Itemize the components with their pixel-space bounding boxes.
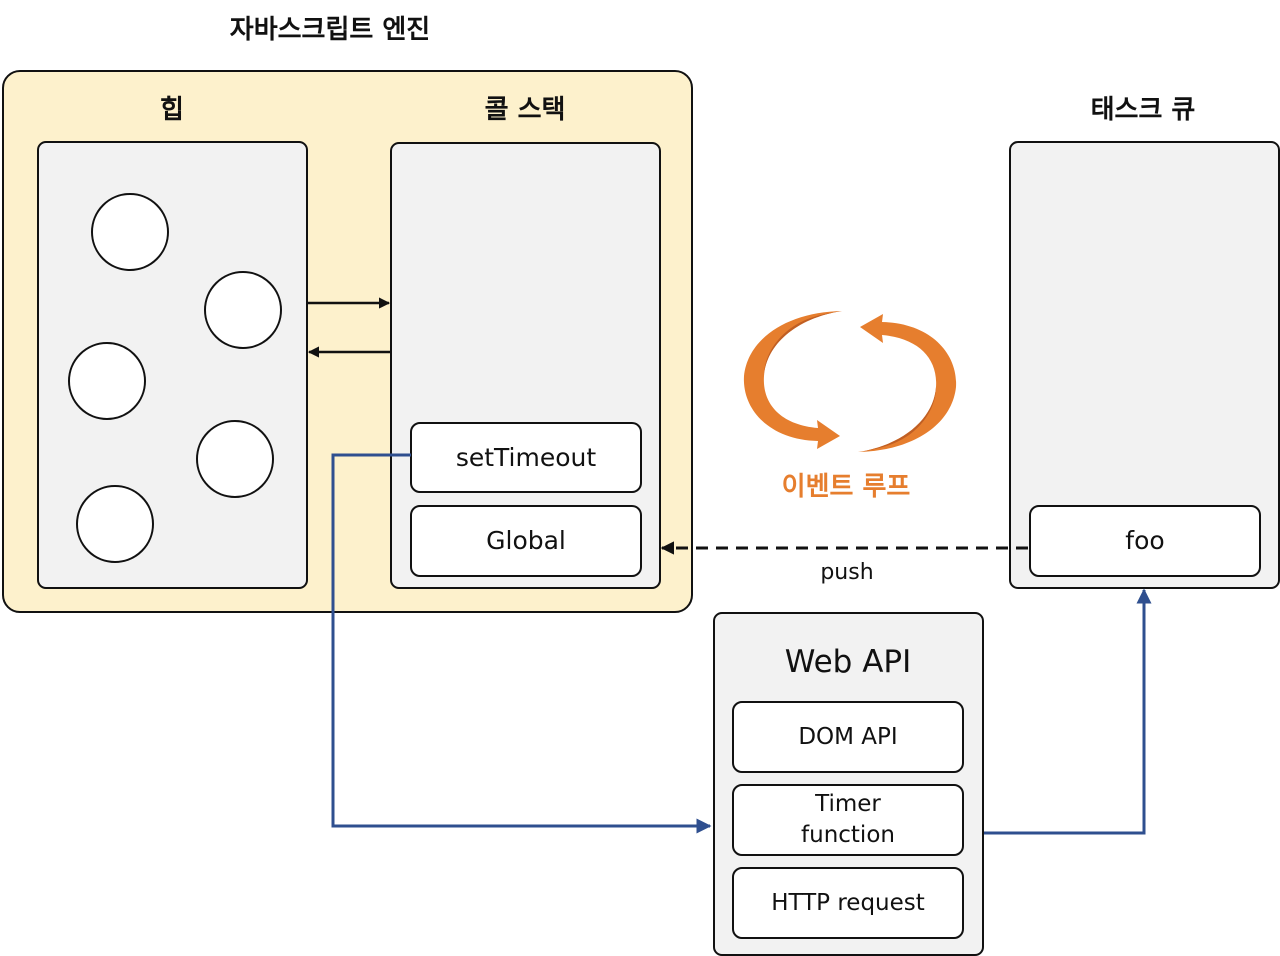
event-loop-arrow-left [743, 311, 842, 449]
web-api-http-request: HTTP request [732, 867, 964, 939]
heap-object [76, 485, 154, 563]
heap-object [91, 193, 169, 271]
event-loop-icon [743, 311, 957, 452]
heap-object [196, 420, 274, 498]
heap-object [204, 271, 282, 349]
task-queue-item-foo: foo [1029, 505, 1261, 577]
event-loop-label: 이벤트 루프 [781, 472, 911, 502]
web-api-title: Web API [784, 644, 912, 680]
call-stack-frame-global: Global [410, 505, 642, 577]
call-stack-label: 콜 스택 [484, 95, 566, 125]
diagram-title: 자바스크립트 엔진 [229, 15, 431, 45]
event-loop-arrow-right [858, 314, 957, 452]
web-api-dom-api: DOM API [732, 701, 964, 773]
heap-panel [37, 141, 308, 589]
task-queue-label: 태스크 큐 [1090, 95, 1196, 125]
push-label: push [820, 560, 874, 585]
web-api-timer-function: Timer function [732, 784, 964, 856]
heap-object [68, 342, 146, 420]
heap-label: 힙 [160, 95, 184, 125]
webapi-to-taskqueue-arrow [984, 588, 1152, 835]
settimeout-to-webapi-arrow [331, 453, 712, 834]
call-stack-frame-settimeout: setTimeout [410, 422, 642, 493]
